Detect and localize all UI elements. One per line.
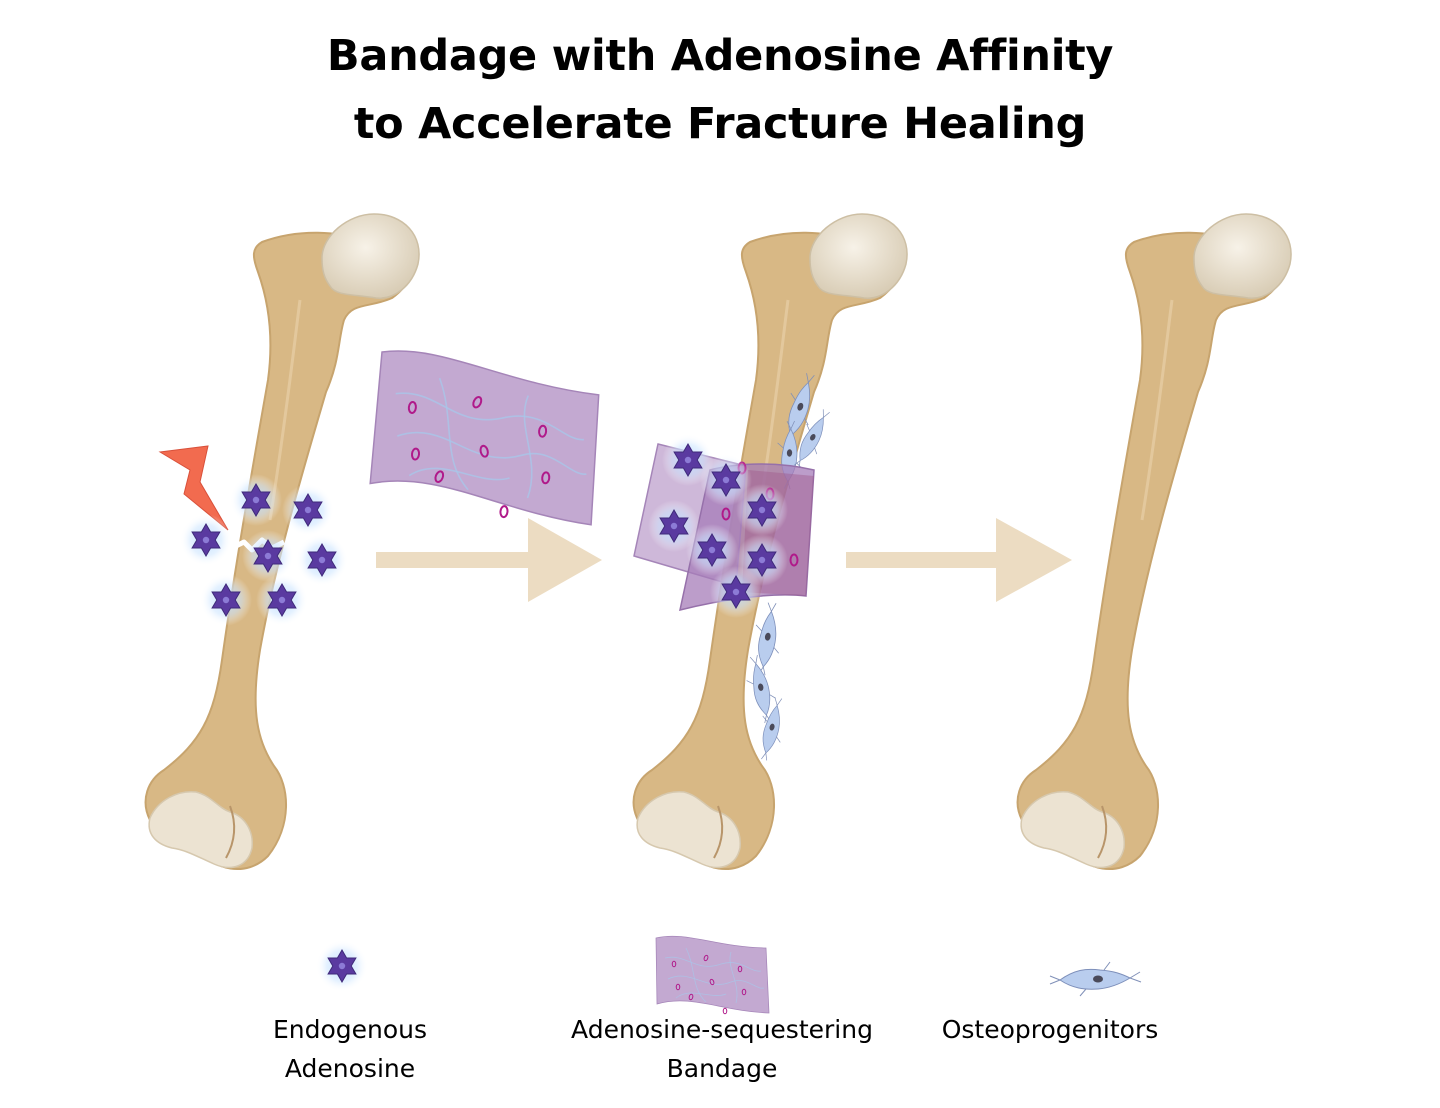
title-line-2: to Accelerate Fracture Healing — [353, 99, 1087, 149]
title-line-1: Bandage with Adenosine Affinity — [326, 31, 1114, 81]
bandage-floating — [365, 347, 609, 528]
legend-adenosine-label: Endogenous Adenosine — [272, 1015, 428, 1083]
legend-bandage-icon — [655, 935, 770, 1015]
arrow-step-1 — [376, 518, 602, 602]
arrow-step-2 — [846, 518, 1072, 602]
figure-title: Bandage with Adenosine Affinity to Accel… — [0, 22, 1440, 158]
bone-healed — [1016, 212, 1293, 871]
legend-cell-icon — [1049, 961, 1142, 997]
legend-bandage-label: Adenosine-sequestering Bandage — [571, 1015, 873, 1083]
legend-star-icon — [315, 939, 369, 993]
legend-cells-label: Osteoprogenitors — [941, 1015, 1159, 1044]
